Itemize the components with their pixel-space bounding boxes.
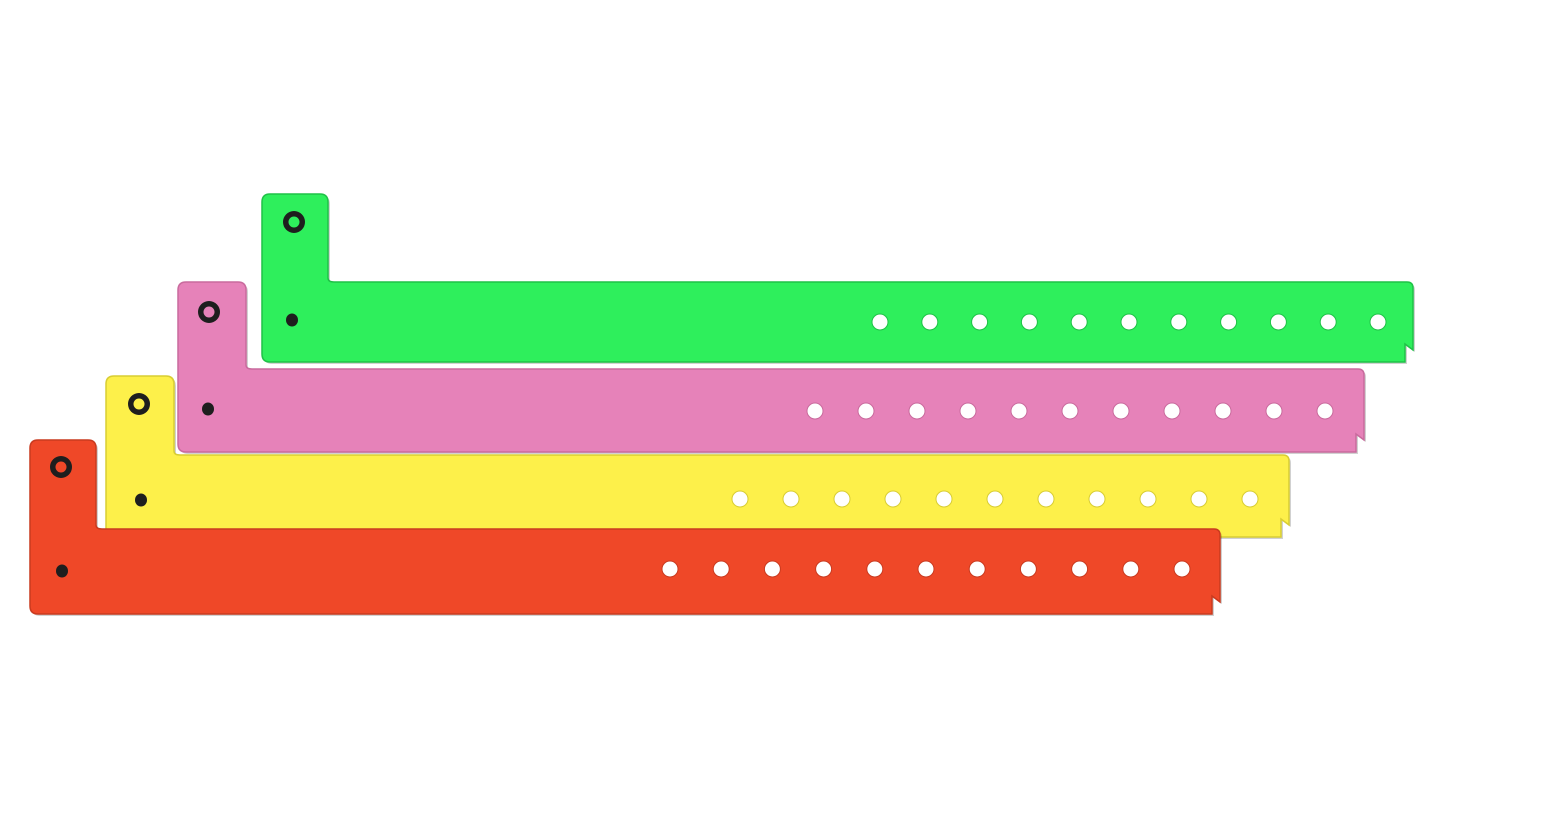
- wristband-hole: [959, 402, 977, 420]
- wristband-hole: [763, 560, 781, 578]
- wristband-hole: [661, 560, 679, 578]
- wristband-green: [261, 193, 1415, 364]
- snap-stud: [56, 564, 68, 578]
- wristband-hole: [1037, 490, 1055, 508]
- wristband-hole: [1122, 560, 1140, 578]
- wristband-hole: [1120, 313, 1138, 331]
- wristband-hole: [1265, 402, 1283, 420]
- wristband-hole: [833, 490, 851, 508]
- snap-stud: [286, 313, 298, 327]
- wristband-hole: [1170, 313, 1188, 331]
- wristband-yellow: [105, 375, 1291, 539]
- wristband-hole: [1220, 313, 1238, 331]
- snap-eyelet-center: [203, 306, 215, 318]
- wristband-hole: [971, 313, 989, 331]
- snap-eyelet-center: [133, 398, 145, 410]
- wristband-hole: [857, 402, 875, 420]
- snap-stud: [135, 493, 147, 507]
- wristband-hole: [921, 313, 939, 331]
- snap-eyelet-center: [55, 461, 67, 473]
- wristband-hole: [1214, 402, 1232, 420]
- wristband-hole: [1241, 490, 1259, 508]
- wristband-hole: [1088, 490, 1106, 508]
- wristband-hole: [806, 402, 824, 420]
- wristband-hole: [968, 560, 986, 578]
- wristband-hole: [884, 490, 902, 508]
- wristband-hole: [1190, 490, 1208, 508]
- wristband-hole: [1061, 402, 1079, 420]
- wristband-hole: [815, 560, 833, 578]
- wristband-hole: [1173, 560, 1191, 578]
- wristband-hole: [871, 313, 889, 331]
- wristband-red: [29, 439, 1222, 616]
- wristband-hole: [1019, 560, 1037, 578]
- wristband-hole: [731, 490, 749, 508]
- wristband-hole: [1112, 402, 1130, 420]
- wristband-hole: [986, 490, 1004, 508]
- wristband-hole: [1316, 402, 1334, 420]
- wristband-stack: [29, 193, 1415, 616]
- wristband-hole: [712, 560, 730, 578]
- wristband-hole: [917, 560, 935, 578]
- wristband-hole: [1070, 313, 1088, 331]
- wristband-hole: [1139, 490, 1157, 508]
- wristband-hole: [1163, 402, 1181, 420]
- wristband-hole: [1071, 560, 1089, 578]
- wristband-hole: [1010, 402, 1028, 420]
- wristband-pink: [177, 281, 1366, 454]
- wristband-hole: [935, 490, 953, 508]
- snap-stud: [202, 402, 214, 416]
- wristband-hole: [1269, 313, 1287, 331]
- wristband-hole: [908, 402, 926, 420]
- wristband-hole: [1319, 313, 1337, 331]
- wristband-hole: [782, 490, 800, 508]
- wristband-hole: [1369, 313, 1387, 331]
- wristband-hole: [1020, 313, 1038, 331]
- wristband-hole: [866, 560, 884, 578]
- snap-eyelet-center: [288, 216, 300, 228]
